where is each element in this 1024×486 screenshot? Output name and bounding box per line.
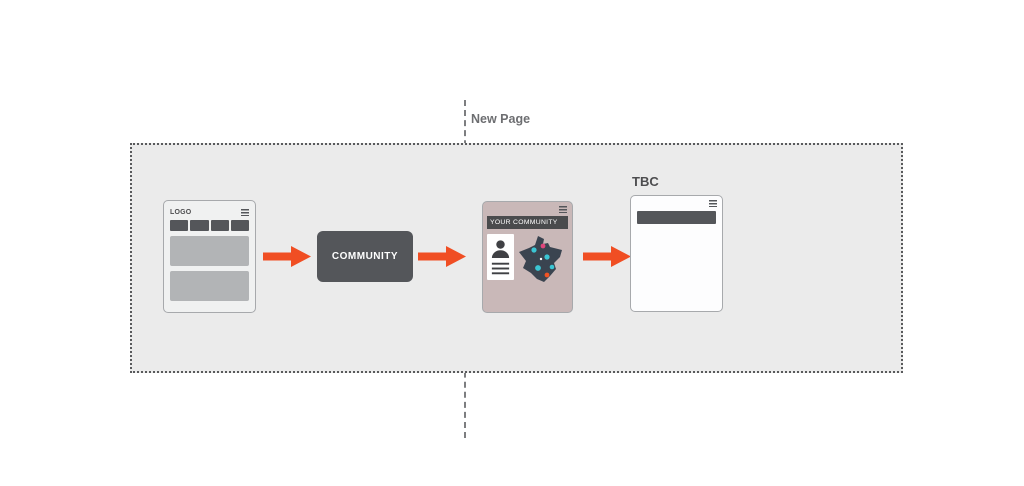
map-pin-teal xyxy=(549,264,555,270)
logo-label: LOGO xyxy=(170,208,192,216)
nav-block xyxy=(230,220,249,231)
map-pin-teal xyxy=(544,254,550,260)
community-button-label: COMMUNITY xyxy=(331,251,399,262)
map-pin-teal xyxy=(535,265,541,271)
community-button: COMMUNITY xyxy=(317,231,413,282)
flow-arrow-icon xyxy=(583,246,631,267)
tbc-label: TBC xyxy=(632,174,659,189)
community-card-body xyxy=(487,234,568,286)
tbc-page-card xyxy=(630,195,723,312)
menu-icon xyxy=(709,200,717,207)
community-card: YOUR COMMUNITY xyxy=(482,201,573,313)
map-pin-white xyxy=(539,257,543,261)
flow-arrow-icon xyxy=(418,246,466,267)
nav-row xyxy=(170,220,249,231)
header-bar-placeholder xyxy=(637,211,716,224)
nav-block xyxy=(210,220,229,231)
content-block xyxy=(170,236,249,266)
profile-panel xyxy=(487,234,514,280)
flow-arrow-icon xyxy=(263,246,311,267)
menu-icon xyxy=(559,206,567,213)
map-pin-orange xyxy=(544,272,550,278)
map-pin-teal xyxy=(531,247,537,253)
menu-icon xyxy=(241,208,249,216)
france-map xyxy=(519,236,562,282)
wireframe-page-card: LOGO xyxy=(163,200,256,313)
wireframe-header: LOGO xyxy=(170,207,249,217)
new-page-label: New Page xyxy=(471,112,531,126)
nav-block xyxy=(170,220,189,231)
person-icon xyxy=(491,240,510,275)
nav-block xyxy=(190,220,209,231)
map-pin-pink xyxy=(540,243,546,249)
community-card-title: YOUR COMMUNITY xyxy=(487,216,568,229)
content-block xyxy=(170,271,249,301)
